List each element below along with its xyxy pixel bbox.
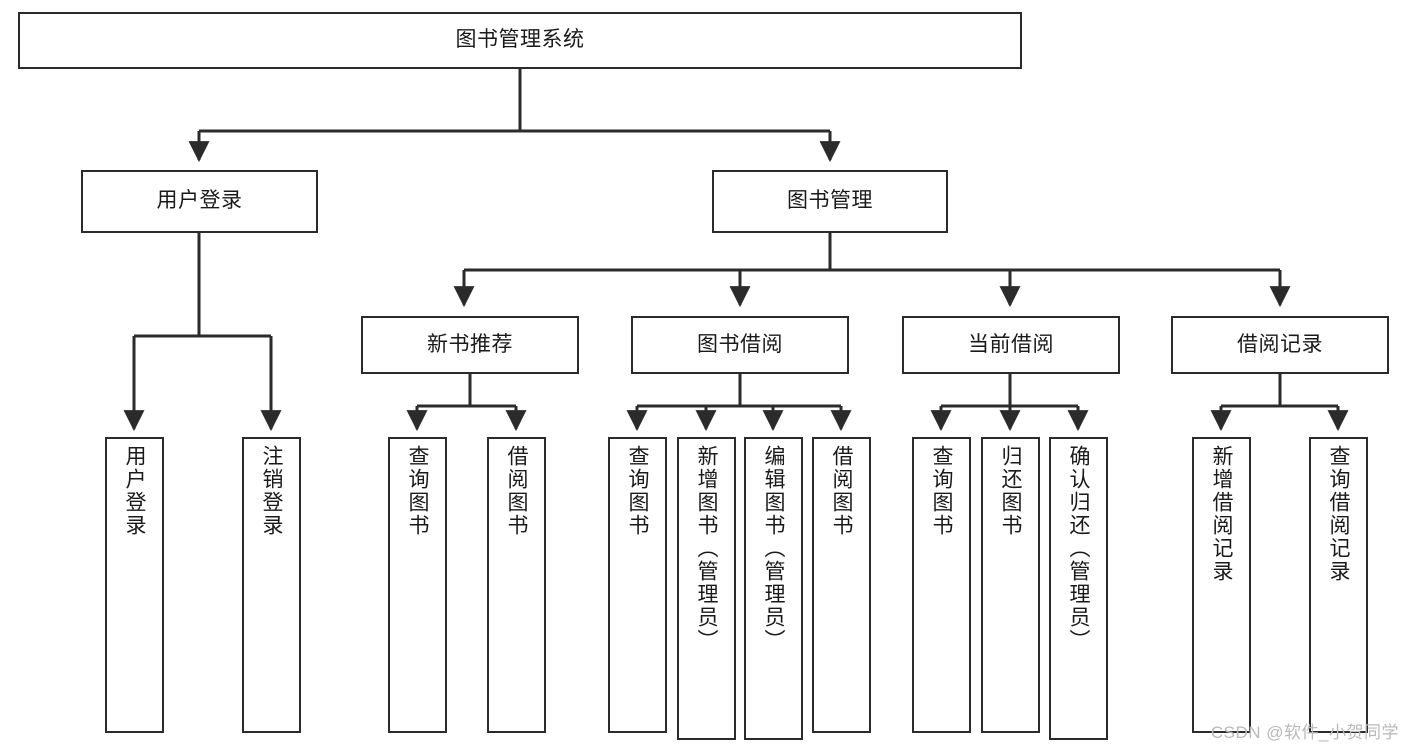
node-borrow-record[interactable]: 借阅记录 bbox=[1171, 316, 1389, 374]
node-leaf-add-record[interactable]: 新增借阅记录 bbox=[1192, 437, 1251, 733]
node-leaf-user-login-label: 用户登录 bbox=[123, 445, 146, 537]
node-book-borrow[interactable]: 图书借阅 bbox=[631, 316, 849, 374]
node-leaf-borrow-book-1[interactable]: 借阅图书 bbox=[487, 437, 546, 733]
node-leaf-query-book-1-label: 查询图书 bbox=[406, 445, 429, 537]
node-leaf-query-record[interactable]: 查询借阅记录 bbox=[1309, 437, 1368, 733]
node-current-borrow[interactable]: 当前借阅 bbox=[902, 316, 1120, 374]
node-borrow-record-label: 借阅记录 bbox=[1237, 332, 1323, 356]
node-new-book-rec[interactable]: 新书推荐 bbox=[361, 316, 579, 374]
node-leaf-borrow-book-2[interactable]: 借阅图书 bbox=[812, 437, 871, 733]
node-leaf-edit-book[interactable]: 编辑图书（管理员） bbox=[744, 437, 803, 740]
node-book-borrow-label: 图书借阅 bbox=[697, 332, 783, 356]
node-leaf-return-book-label: 归还图书 bbox=[999, 445, 1022, 537]
node-leaf-edit-book-label: 编辑图书（管理员） bbox=[762, 445, 785, 652]
node-leaf-confirm-return-label: 确认归还（管理员） bbox=[1067, 445, 1090, 652]
node-root[interactable]: 图书管理系统 bbox=[18, 12, 1022, 69]
node-leaf-user-logout-label: 注销登录 bbox=[260, 445, 283, 537]
node-user-login[interactable]: 用户登录 bbox=[81, 170, 318, 233]
node-current-borrow-label: 当前借阅 bbox=[968, 332, 1054, 356]
node-leaf-add-book[interactable]: 新增图书（管理员） bbox=[677, 437, 736, 740]
node-leaf-query-record-label: 查询借阅记录 bbox=[1327, 445, 1350, 583]
node-leaf-borrow-book-1-label: 借阅图书 bbox=[505, 445, 528, 537]
node-leaf-borrow-book-2-label: 借阅图书 bbox=[830, 445, 853, 537]
node-leaf-user-logout[interactable]: 注销登录 bbox=[242, 437, 301, 733]
node-leaf-return-book[interactable]: 归还图书 bbox=[981, 437, 1040, 733]
node-leaf-query-book-1[interactable]: 查询图书 bbox=[388, 437, 447, 733]
node-new-book-rec-label: 新书推荐 bbox=[427, 332, 513, 356]
node-leaf-query-book-2-label: 查询图书 bbox=[626, 445, 649, 537]
node-leaf-query-book-3[interactable]: 查询图书 bbox=[912, 437, 971, 733]
node-leaf-add-book-label: 新增图书（管理员） bbox=[695, 445, 718, 652]
node-leaf-add-record-label: 新增借阅记录 bbox=[1210, 445, 1233, 583]
node-book-manage-label: 图书管理 bbox=[787, 189, 873, 213]
node-user-login-label: 用户登录 bbox=[156, 189, 243, 213]
node-leaf-confirm-return[interactable]: 确认归还（管理员） bbox=[1049, 437, 1108, 740]
node-book-manage[interactable]: 图书管理 bbox=[712, 170, 948, 233]
node-leaf-query-book-3-label: 查询图书 bbox=[930, 445, 953, 537]
node-root-label: 图书管理系统 bbox=[455, 28, 585, 52]
node-leaf-query-book-2[interactable]: 查询图书 bbox=[608, 437, 667, 733]
node-leaf-user-login[interactable]: 用户登录 bbox=[105, 437, 164, 733]
